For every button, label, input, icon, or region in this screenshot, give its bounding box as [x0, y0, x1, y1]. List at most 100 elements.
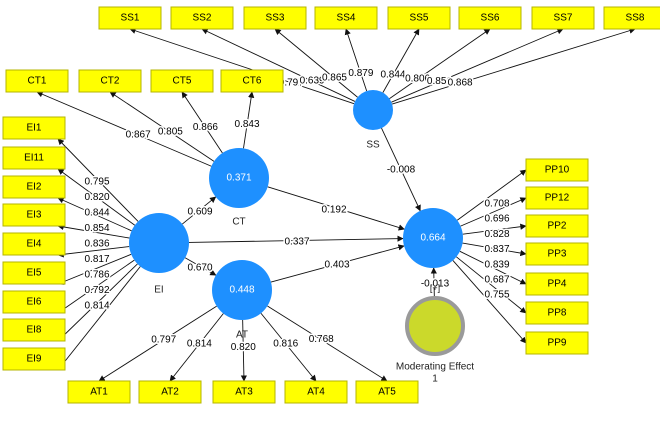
indicator-ss2[interactable]: SS2: [170, 6, 234, 30]
construct-ei[interactable]: EI: [129, 213, 189, 296]
expand-icon[interactable]: [+]: [430, 283, 440, 293]
loading-label-ei5: 0.817: [84, 254, 109, 265]
indicator-ss3[interactable]: SS3: [243, 6, 307, 30]
indicator-box: [2, 203, 66, 227]
moderator-label: Moderating Effect: [396, 362, 474, 373]
indicator-label: SS1: [121, 13, 140, 24]
indicator-box: [525, 186, 589, 210]
path-label-ei-pp: 0.337: [284, 237, 309, 248]
loading-label-ei4: 0.836: [84, 239, 109, 250]
construct-ss[interactable]: SS: [353, 90, 393, 151]
edges-layer: [36, 27, 636, 382]
indicator-box: [525, 158, 589, 182]
indicator-pp2[interactable]: PP2: [525, 214, 589, 238]
construct-pp[interactable]: 0.664: [403, 208, 463, 268]
loading-label-at3: 0.820: [231, 342, 256, 353]
loading-arrow-ei4: [57, 246, 130, 258]
indicator-pp12[interactable]: PP12: [525, 186, 589, 210]
indicator-label: SS2: [193, 13, 212, 24]
indicator-box: [525, 242, 589, 266]
path-arrow-ei-ct: [181, 196, 217, 225]
loading-arrow-ss5: [382, 28, 420, 93]
loading-arrow-ei2: [57, 197, 132, 232]
indicator-ei6[interactable]: EI6: [2, 290, 66, 314]
indicator-pp3[interactable]: PP3: [525, 242, 589, 266]
indicator-box: [2, 232, 66, 256]
indicator-ei3[interactable]: EI3: [2, 203, 66, 227]
indicator-ei5[interactable]: EI5: [2, 261, 66, 285]
indicator-pp4[interactable]: PP4: [525, 272, 589, 296]
indicator-label: PP12: [545, 193, 570, 204]
indicator-box: [2, 290, 66, 314]
loading-label-ei3: 0.854: [84, 223, 109, 234]
indicator-ei2[interactable]: EI2: [2, 175, 66, 199]
path-arrow-ei-pp: [188, 235, 404, 243]
loading-arrow-ei8: [57, 263, 138, 342]
indicator-pp9[interactable]: PP9: [525, 331, 589, 355]
indicator-ss7[interactable]: SS7: [531, 6, 595, 30]
indicator-box: [2, 261, 66, 285]
indicator-label: AT1: [90, 387, 108, 398]
indicator-ss5[interactable]: SS5: [387, 6, 451, 30]
indicator-box: [170, 6, 234, 30]
moderator-circle: [405, 296, 465, 356]
loading-label-ei1: 0.795: [84, 177, 109, 188]
loading-arrow-pp2: [462, 223, 527, 235]
indicator-ei8[interactable]: EI8: [2, 318, 66, 342]
indicator-ss6[interactable]: SS6: [458, 6, 522, 30]
indicator-at3[interactable]: AT3: [212, 380, 276, 404]
indicator-ei1[interactable]: EI1: [2, 116, 66, 140]
indicator-label: PP2: [548, 221, 567, 232]
construct-circle: [129, 213, 189, 273]
loading-label-pp9: 0.755: [484, 290, 509, 301]
indicator-pp8[interactable]: PP8: [525, 301, 589, 325]
indicator-ei11[interactable]: EI11: [2, 146, 66, 170]
indicator-label: SS4: [337, 13, 356, 24]
indicator-pp10[interactable]: PP10: [525, 158, 589, 182]
indicator-ct2[interactable]: CT2: [78, 69, 142, 93]
indicator-box: [2, 318, 66, 342]
indicator-label: PP8: [548, 308, 567, 319]
indicator-ei9[interactable]: EI9: [2, 347, 66, 371]
indicator-at4[interactable]: AT4: [284, 380, 348, 404]
indicator-at5[interactable]: AT5: [355, 380, 419, 404]
indicator-ct6[interactable]: CT6: [220, 69, 284, 93]
indicator-ei4[interactable]: EI4: [2, 232, 66, 256]
loading-label-ss5: 0.844: [380, 69, 405, 80]
indicator-ss8[interactable]: SS8: [603, 6, 660, 30]
loading-label-ei9: 0.814: [84, 301, 109, 312]
indicator-ss4[interactable]: SS4: [314, 6, 378, 30]
indicator-at2[interactable]: AT2: [138, 380, 202, 404]
path-arrow-mod-pp: [430, 267, 437, 299]
loading-arrow-ei3: [57, 223, 130, 239]
indicator-ct5[interactable]: CT5: [150, 69, 214, 93]
moderator-label-index: 1: [432, 374, 438, 385]
loading-label-ei11: 0.820: [84, 192, 109, 203]
indicator-label: EI6: [26, 297, 41, 308]
indicator-box: [2, 146, 66, 170]
loading-label-at2: 0.814: [187, 338, 212, 349]
loading-label-at5: 0.768: [309, 334, 334, 345]
path-label-ct-pp: 0.192: [321, 205, 346, 216]
loading-arrow-ct5: [181, 91, 223, 154]
indicator-label: SS5: [410, 13, 429, 24]
construct-r2-value: 0.371: [226, 173, 251, 184]
loading-arrow-at1: [98, 305, 217, 382]
indicator-at1[interactable]: AT1: [67, 380, 131, 404]
indicator-ss1[interactable]: SS1: [98, 6, 162, 30]
path-label-ei-at: 0.670: [187, 263, 212, 274]
indicator-label: PP9: [548, 338, 567, 349]
path-arrow-ct-pp: [267, 186, 405, 231]
loading-label-pp8: 0.687: [484, 275, 509, 286]
loading-arrow-ss4: [344, 28, 368, 92]
indicator-box: [525, 214, 589, 238]
indicator-box: [525, 301, 589, 325]
indicator-ct1[interactable]: CT1: [5, 69, 69, 93]
path-arrow-at-pp: [270, 244, 405, 283]
loading-arrow-ss6: [389, 28, 491, 99]
